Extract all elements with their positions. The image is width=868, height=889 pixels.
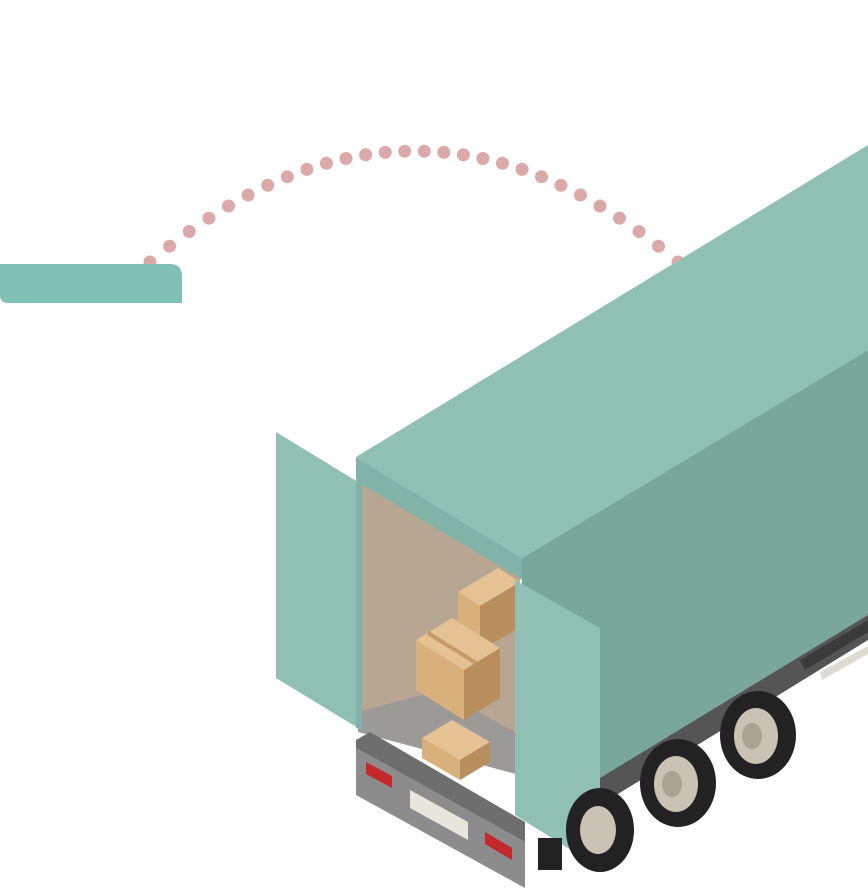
teal-bar-icon xyxy=(0,264,182,303)
arc-dot xyxy=(574,188,587,202)
wheel-icon xyxy=(566,788,634,872)
arc-dot xyxy=(280,170,294,184)
arc-dot xyxy=(613,211,626,225)
trajectory-dotted-arc-icon xyxy=(143,144,685,269)
wheel-icon xyxy=(640,739,716,827)
arc-dot xyxy=(554,178,568,192)
cardboard-box-icon xyxy=(458,568,520,650)
arc-dot xyxy=(652,239,665,253)
trailer-side-wall xyxy=(522,350,868,790)
trailer-left-door xyxy=(276,432,358,728)
arc-dot xyxy=(300,162,314,176)
arc-dot xyxy=(417,144,431,158)
arc-dot xyxy=(378,145,392,159)
arc-dot xyxy=(515,162,529,176)
trailer-roof-edge xyxy=(356,457,522,580)
rear-bumper-top xyxy=(356,732,525,842)
arc-dot xyxy=(593,199,607,213)
license-plate xyxy=(410,790,468,840)
cardboard-box-icon xyxy=(416,618,500,720)
arc-dot xyxy=(437,145,451,159)
arc-dot xyxy=(359,148,373,162)
arc-dot xyxy=(182,225,196,238)
arc-dot xyxy=(495,156,509,170)
arc-dot xyxy=(261,178,275,192)
arc-dot xyxy=(163,239,177,253)
arc-dot xyxy=(339,152,353,165)
door-frame xyxy=(356,482,362,730)
tail-light-right xyxy=(485,832,512,860)
arc-dot xyxy=(202,211,216,225)
arc-dot xyxy=(241,188,255,202)
side-skirt xyxy=(800,620,868,670)
arc-dot xyxy=(632,225,646,238)
cargo-truck-trailer-icon xyxy=(276,145,868,888)
tail-light-left xyxy=(366,762,392,788)
trailer-right-door xyxy=(515,580,600,868)
arc-dot xyxy=(535,170,548,184)
side-rail xyxy=(820,646,868,680)
arc-dot xyxy=(222,199,235,213)
wheel-icon xyxy=(720,691,796,779)
arc-dot xyxy=(319,156,333,170)
cardboard-box-icon xyxy=(422,720,490,780)
arc-dot xyxy=(476,152,490,165)
tow-hitch xyxy=(538,838,562,870)
arc-dot xyxy=(398,144,412,158)
arc-dot xyxy=(456,148,470,162)
trailer-roof xyxy=(356,145,868,558)
